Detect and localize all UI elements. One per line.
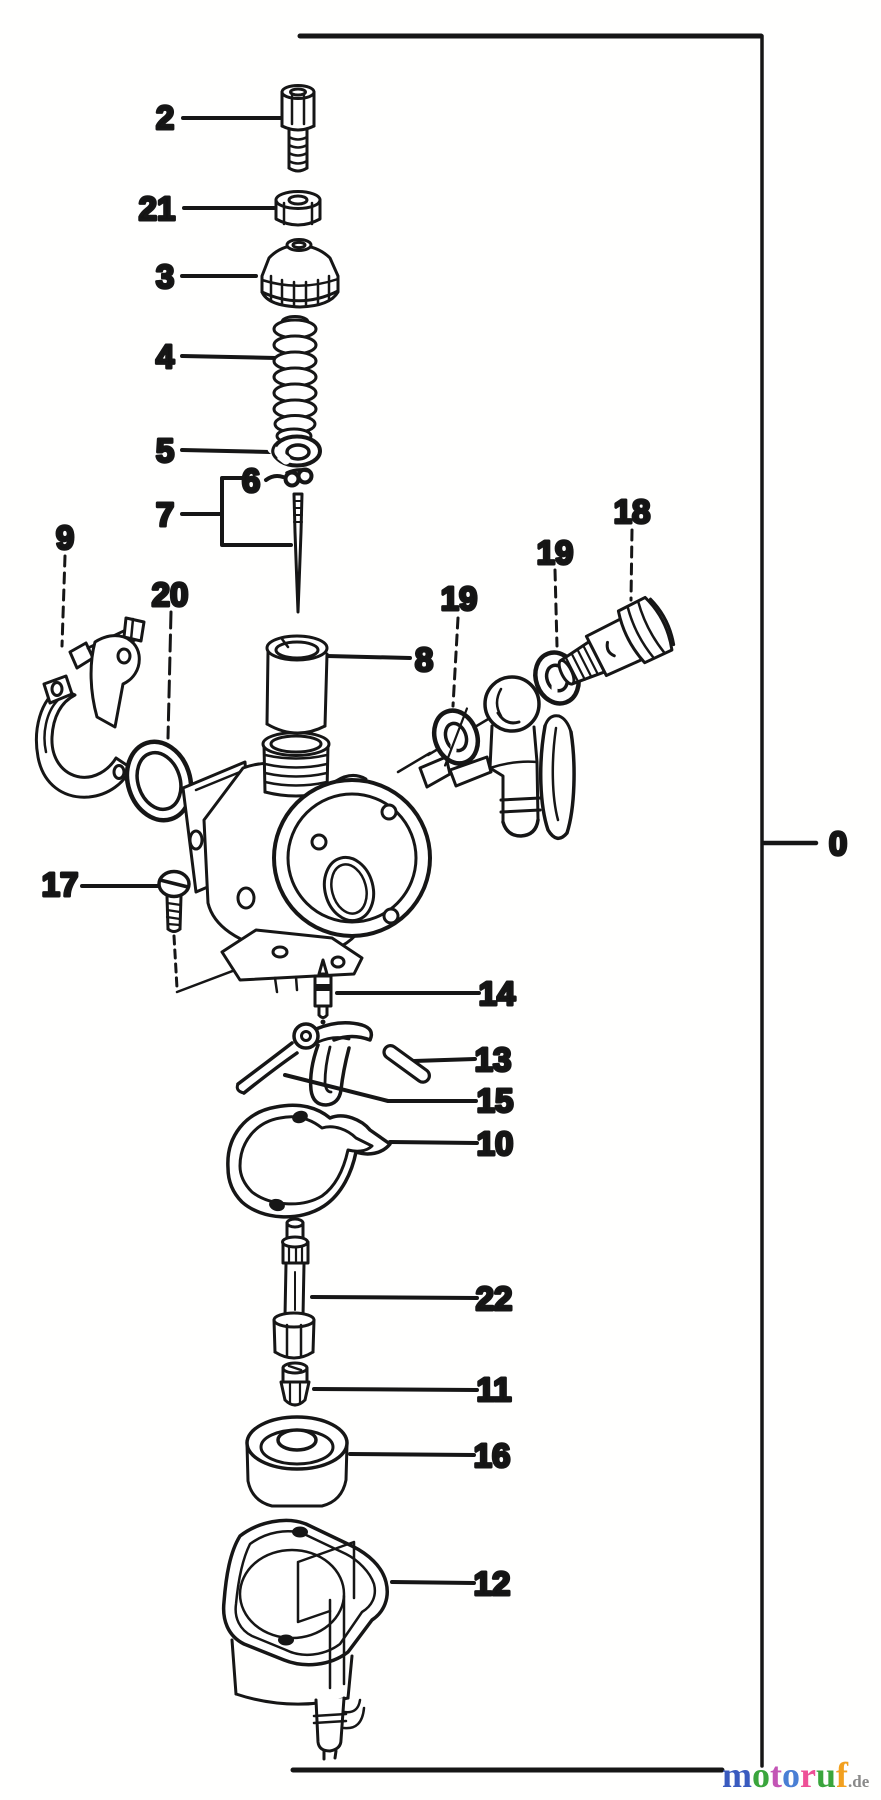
callout-18: 18 (614, 493, 651, 530)
leader-9 (60, 554, 67, 648)
callout-8: 8 (415, 641, 433, 678)
callout-20: 20 (152, 576, 189, 613)
callout-4: 4 (156, 338, 175, 375)
watermark: motoruf.de (722, 1755, 870, 1795)
callout-22: 22 (476, 1280, 513, 1317)
part-14-float-valve (313, 958, 333, 1025)
leader-12 (390, 1580, 476, 1585)
callout-11: 11 (477, 1371, 512, 1408)
part-11-main-jet (279, 1361, 311, 1407)
part-5-spring-seat (267, 434, 322, 468)
callout-21: 21 (139, 190, 176, 227)
part-2-cable-adjuster-bolt (280, 84, 316, 173)
leader-10 (388, 1140, 479, 1145)
leader-22 (310, 1295, 479, 1300)
part-22-needle-jet (272, 1217, 316, 1360)
callout-10: 10 (477, 1125, 514, 1162)
leader-17-axis (172, 934, 179, 990)
callout-13: 13 (475, 1041, 512, 1078)
callout-3: 3 (156, 258, 174, 295)
callout-12: 12 (474, 1565, 511, 1602)
callout-2: 2 (156, 99, 174, 136)
leader-19b (553, 568, 559, 648)
part-21-lock-nut (274, 190, 322, 227)
fuel-inlet-joint (448, 653, 602, 840)
callout-5: 5 (156, 432, 174, 469)
callout-19-right: 19 (537, 534, 574, 571)
part-7-jet-needle (292, 492, 304, 614)
leader-11 (312, 1387, 479, 1392)
leader-7-bracket (180, 476, 293, 547)
part-18-fuel-valve-bolt (557, 595, 676, 686)
part-4-throttle-spring (272, 315, 318, 445)
part-10-gasket (226, 1103, 392, 1219)
watermark-text: motoruf.de (722, 1755, 870, 1795)
callout-0: 0 (829, 825, 847, 862)
assembly-bracket-frame (290, 33, 819, 1773)
leader-5 (180, 448, 272, 454)
part-3-top-cap (260, 238, 340, 309)
callout-14: 14 (479, 975, 516, 1012)
callout-17: 17 (42, 866, 79, 903)
leader-16 (348, 1452, 476, 1457)
part-15-float-arm (235, 1021, 374, 1107)
part-9-cable-clamp (34, 616, 146, 799)
leader-19a (451, 616, 460, 708)
leader-4 (180, 354, 278, 360)
leader-15 (283, 1073, 478, 1103)
part-8-throttle-valve (265, 634, 329, 735)
part-12-float-bowl (221, 1518, 389, 1761)
part-16-float (245, 1415, 349, 1508)
callout-15: 15 (477, 1082, 514, 1119)
callout-6: 6 (242, 462, 260, 499)
part-20-o-ring (124, 739, 194, 823)
part-19-washer-left (431, 707, 481, 767)
part-6-needle-clip (283, 467, 314, 488)
callout-labels: 2 21 3 4 5 6 7 9 20 19 19 18 8 17 14 13 … (40, 98, 849, 1604)
leader-13 (412, 1057, 477, 1063)
callout-9: 9 (56, 519, 74, 556)
carburetor-body (181, 710, 502, 994)
leader-8 (325, 654, 412, 660)
callout-7: 7 (156, 496, 174, 533)
callout-19-left: 19 (441, 580, 478, 617)
callout-16: 16 (474, 1437, 511, 1474)
part-13-float-pin (382, 1044, 431, 1084)
leader-18 (629, 528, 634, 602)
leader-20 (166, 610, 173, 740)
leader-6 (264, 474, 285, 482)
part-17-screw (157, 869, 191, 933)
